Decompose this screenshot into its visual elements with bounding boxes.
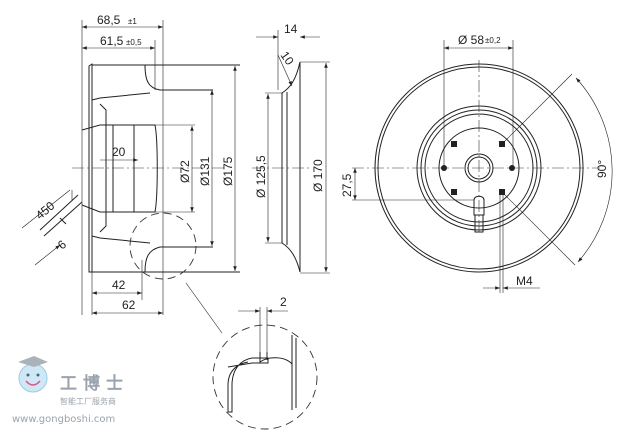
dim-overall-length: 68,5: [97, 13, 121, 27]
watermark-brand: 工博士: [60, 373, 129, 394]
dim-hub-diameter: Ø72: [178, 160, 192, 183]
dim-body-length: 61,5: [100, 34, 124, 48]
dim-thread: M4: [516, 274, 533, 288]
dim-cable-diameter: 6: [55, 237, 69, 252]
dim-bolt-circle-tol: ±0,2: [485, 36, 501, 45]
dim-hub-depth: 20: [112, 145, 126, 159]
dim-ring-inner-diameter: Ø 125,5: [254, 155, 268, 198]
dim-outer-diameter: Ø175: [221, 156, 235, 186]
detail-view: 2: [212, 295, 318, 430]
watermark-logo: 工博士 智能工厂服务商 www.gongboshi.com: [12, 356, 129, 425]
dim-angle: 90°: [595, 160, 609, 178]
watermark-slogan: 智能工厂服务商: [60, 396, 116, 406]
inlet-ring-view: 14 10 Ø 125,5 Ø 170: [252, 22, 330, 274]
front-view: Ø 58 ±0,2 27,5 M4 90°: [340, 33, 613, 293]
dim-ring-outer-diameter: Ø 170: [311, 159, 325, 192]
side-view: 68,5 ±1 61,5 ±0,5 20 Ø72 Ø131 Ø175 450 6…: [21, 13, 240, 334]
dim-62: 62: [122, 298, 136, 312]
dim-ring-width: 14: [284, 22, 298, 36]
dim-cable-offset: 27,5: [340, 173, 354, 197]
dim-bolt-circle: Ø 58: [458, 33, 484, 47]
dim-overall-length-tol: ±1: [128, 17, 137, 26]
dim-detail-thickness: 2: [280, 295, 287, 309]
dim-body-length-tol: ±0,5: [126, 38, 142, 47]
dim-cable-length: 450: [33, 198, 58, 222]
dim-ring-radius: 10: [278, 49, 297, 68]
watermark-url: www.gongboshi.com: [12, 414, 115, 425]
dim-42: 42: [112, 278, 126, 292]
dim-inlet-diameter: Ø131: [198, 156, 212, 186]
